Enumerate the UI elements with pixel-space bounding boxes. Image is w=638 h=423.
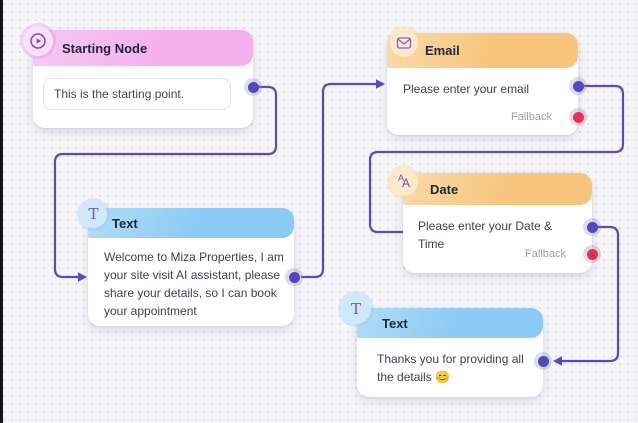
connector-start-to-text1 — [53, 85, 278, 279]
text-icon: T — [80, 201, 107, 228]
arrowhead-text2-input — [553, 356, 562, 366]
node-title: Date — [430, 181, 459, 197]
output-port-dot — [247, 81, 259, 93]
font-size-icon-glyph: A — [402, 176, 411, 190]
starting-message-field[interactable]: This is the starting point. — [43, 78, 231, 110]
node-starting[interactable]: Starting Node This is the starting point… — [23, 26, 262, 128]
arrowhead-text1-input — [78, 272, 87, 282]
output-port-dot — [572, 80, 584, 92]
input-port-dot — [537, 355, 549, 367]
font-size-icon-glyph: A — [397, 172, 404, 183]
envelope-icon — [390, 29, 418, 57]
fallback-label: Fallback — [525, 248, 566, 260]
node-title: Starting Node — [62, 40, 148, 56]
node-email[interactable]: Email Please enter your email Fallback — [387, 29, 587, 135]
output-port[interactable] — [583, 218, 601, 236]
text-message: Welcome to Miza Properties, I am your si… — [104, 250, 284, 318]
fallback-label: Fallback — [511, 111, 552, 123]
input-port[interactable] — [534, 352, 552, 370]
node-header[interactable]: Starting Node — [33, 30, 253, 66]
output-port[interactable] — [285, 268, 303, 286]
output-port[interactable] — [244, 78, 262, 96]
email-prompt-text: Please enter your email — [403, 82, 530, 96]
node-header[interactable]: Date — [403, 173, 592, 205]
fallback-port[interactable] — [583, 245, 601, 263]
text-icon-glyph: T — [88, 205, 99, 223]
text-message: Thanks you for providing all the details… — [377, 352, 524, 384]
output-port[interactable] — [569, 77, 587, 95]
node-header[interactable]: Text — [88, 208, 294, 238]
text-icon: T — [341, 294, 371, 324]
node-header[interactable]: Email — [387, 33, 578, 68]
node-title: Email — [425, 43, 460, 58]
node-title: Text — [112, 215, 138, 231]
output-port-dot — [586, 221, 598, 233]
node-header[interactable]: Text — [357, 308, 543, 338]
node-text-welcome[interactable]: Text T Welcome to Miza Properties, I am … — [80, 201, 303, 326]
connector-email-to-date — [368, 84, 625, 234]
connector-text1-to-email — [300, 82, 379, 279]
node-text-thanks[interactable]: Text T Thanks you for providing all the … — [341, 294, 552, 397]
window-left-edge — [0, 0, 3, 423]
output-port-dot — [288, 271, 300, 283]
play-icon — [23, 26, 53, 56]
fallback-port-dot — [586, 248, 598, 260]
arrowhead-email-input — [376, 79, 385, 89]
text-icon-glyph: T — [350, 299, 361, 318]
fallback-port[interactable] — [569, 108, 587, 126]
node-title: Text — [382, 315, 408, 331]
date-prompt-text: Please enter your Date & Time — [418, 219, 553, 251]
starting-message-text: This is the starting point. — [54, 87, 185, 101]
connector-date-to-text2 — [558, 225, 620, 363]
fallback-port-dot — [572, 111, 584, 123]
